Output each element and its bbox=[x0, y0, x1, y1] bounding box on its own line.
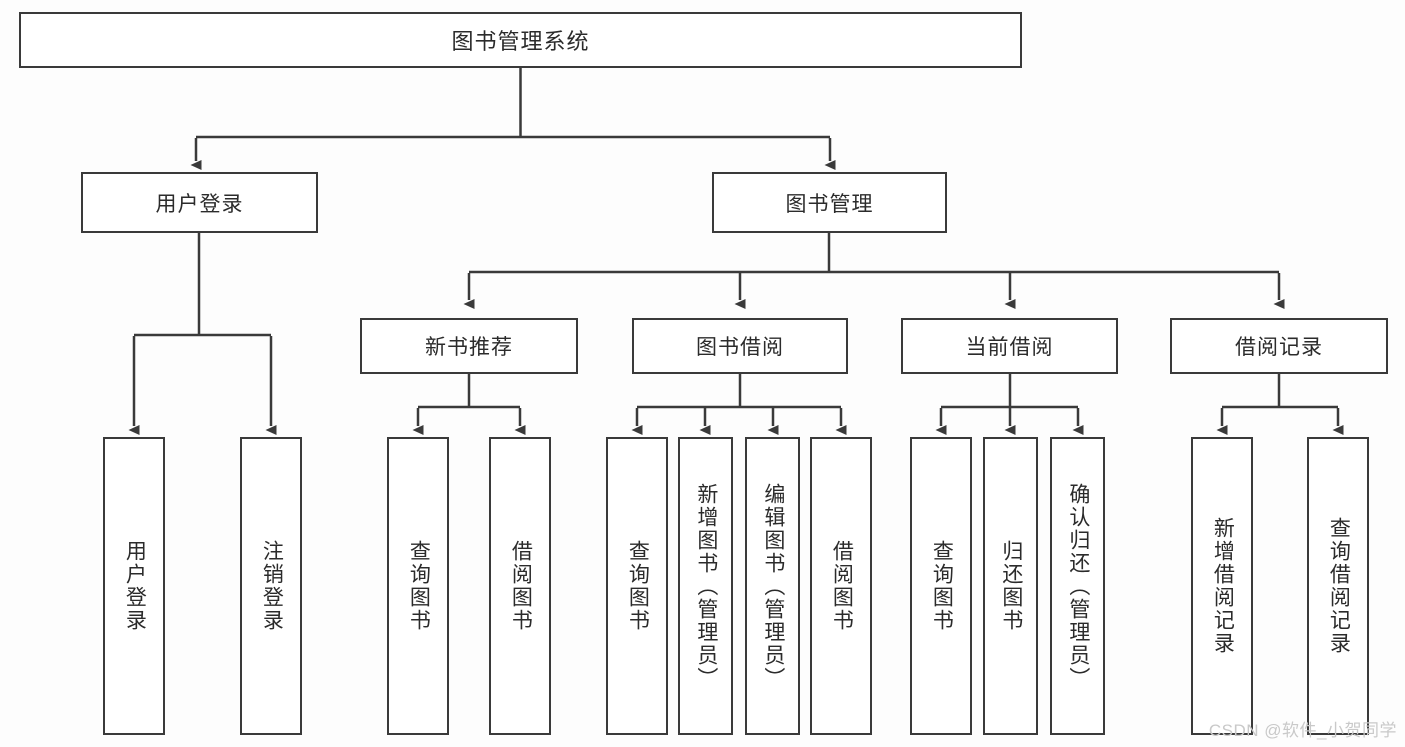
node-label: 用户登录 bbox=[155, 192, 244, 216]
node-label: 编辑图书（管理员） bbox=[761, 482, 785, 690]
leaf-recommend-query-book[interactable]: 查询图书 bbox=[387, 437, 449, 735]
node-label: 注销登录 bbox=[260, 540, 284, 632]
node-label: 查询借阅记录 bbox=[1327, 517, 1351, 655]
node-root-book-management-system[interactable]: 图书管理系统 bbox=[19, 12, 1022, 68]
node-label: 确认归还（管理员） bbox=[1066, 482, 1090, 690]
node-label: 新书推荐 bbox=[425, 336, 513, 359]
leaf-record-query-record[interactable]: 查询借阅记录 bbox=[1307, 437, 1369, 735]
node-label: 图书管理系统 bbox=[451, 29, 590, 54]
node-label: 新增图书（管理员） bbox=[694, 482, 718, 690]
leaf-user-login-login[interactable]: 用户登录 bbox=[103, 437, 165, 735]
leaf-recommend-borrow-book[interactable]: 借阅图书 bbox=[489, 437, 551, 735]
node-label: 查询图书 bbox=[930, 540, 954, 632]
leaf-borrow-edit-book-admin[interactable]: 编辑图书（管理员） bbox=[745, 437, 800, 735]
node-label: 当前借阅 bbox=[965, 336, 1054, 359]
node-label: 借阅图书 bbox=[830, 540, 854, 632]
node-label: 借阅记录 bbox=[1235, 336, 1323, 359]
node-new-book-recommend[interactable]: 新书推荐 bbox=[360, 318, 578, 374]
node-label: 查询图书 bbox=[407, 540, 431, 632]
leaf-borrow-borrow-book[interactable]: 借阅图书 bbox=[810, 437, 872, 735]
leaf-borrow-query-book[interactable]: 查询图书 bbox=[606, 437, 668, 735]
leaf-current-query-book[interactable]: 查询图书 bbox=[910, 437, 972, 735]
leaf-record-add-record[interactable]: 新增借阅记录 bbox=[1191, 437, 1253, 735]
node-user-login[interactable]: 用户登录 bbox=[81, 172, 318, 233]
node-label: 查询图书 bbox=[626, 540, 650, 632]
node-label: 新增借阅记录 bbox=[1211, 517, 1235, 655]
leaf-current-confirm-return-admin[interactable]: 确认归还（管理员） bbox=[1050, 437, 1105, 735]
node-borrow-record[interactable]: 借阅记录 bbox=[1170, 318, 1388, 374]
leaf-user-login-logout[interactable]: 注销登录 bbox=[240, 437, 302, 735]
leaf-borrow-add-book-admin[interactable]: 新增图书（管理员） bbox=[678, 437, 733, 735]
node-current-borrow[interactable]: 当前借阅 bbox=[901, 318, 1118, 374]
csdn-watermark: CSDN @软件_小贺同学 bbox=[1208, 721, 1397, 740]
node-label: 图书管理 bbox=[785, 192, 874, 216]
node-label: 用户登录 bbox=[123, 540, 147, 632]
node-book-borrow[interactable]: 图书借阅 bbox=[632, 318, 848, 374]
node-label: 归还图书 bbox=[999, 540, 1023, 632]
node-label: 借阅图书 bbox=[509, 540, 533, 632]
node-book-management[interactable]: 图书管理 bbox=[712, 172, 947, 233]
node-label: 图书借阅 bbox=[696, 336, 784, 359]
leaf-current-return-book[interactable]: 归还图书 bbox=[983, 437, 1038, 735]
